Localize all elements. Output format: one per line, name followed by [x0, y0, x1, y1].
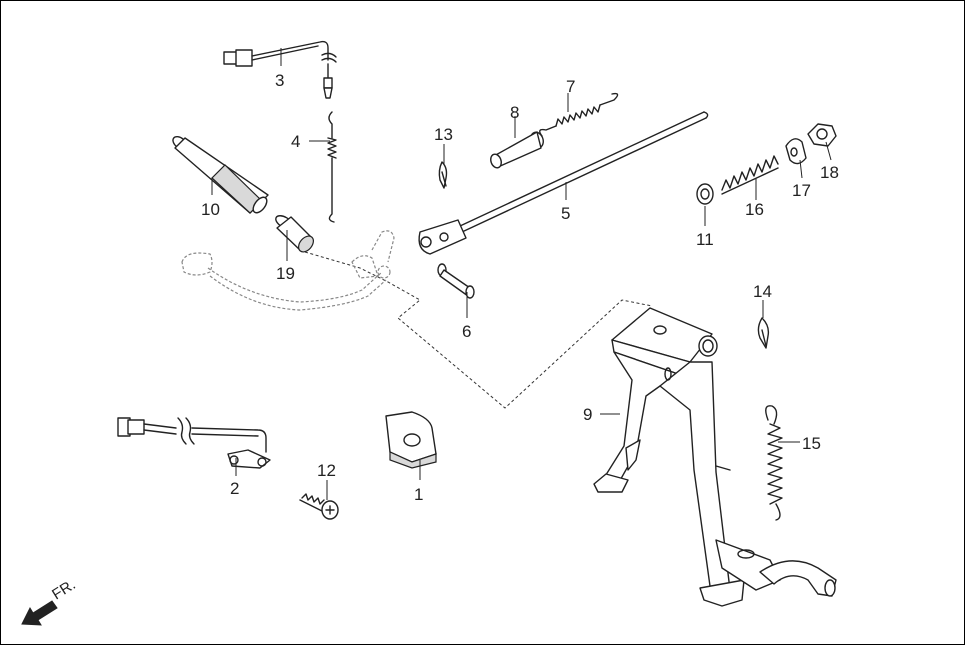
- callout-10: 10: [201, 200, 220, 219]
- part-14-cotter-pin: [757, 317, 770, 349]
- callout-5: 5: [561, 204, 570, 223]
- part-11-washer: [696, 183, 714, 205]
- callout-14: 14: [753, 282, 772, 301]
- part-16-coil-spring: [721, 155, 779, 195]
- part-18-nut: [807, 123, 837, 147]
- callout-8: 8: [510, 103, 519, 122]
- callout-17: 17: [792, 181, 811, 200]
- part-5-rod: [418, 111, 709, 255]
- callout-9: 9: [583, 405, 592, 424]
- part-6-pin: [437, 263, 475, 299]
- callout-4: 4: [291, 132, 300, 151]
- callout-13: 13: [434, 125, 453, 144]
- part-7-spring: [539, 92, 619, 137]
- callout-18: 18: [820, 163, 839, 182]
- callout-6: 6: [462, 322, 471, 341]
- part-3-switch-cable: [223, 40, 337, 99]
- part-17-collar: [785, 138, 807, 165]
- part-15-stand-spring: [765, 405, 783, 521]
- part-9-main-stand: [593, 307, 837, 607]
- assembly-path-dashed: [304, 251, 653, 409]
- part-8-roller: [490, 131, 544, 169]
- part-10-long-grip: [172, 135, 269, 214]
- callout-numbers: 1 2 3 4 5 6 7 8 9 10 11 12 13 14 15 16 1…: [201, 71, 839, 504]
- callout-1: 1: [414, 485, 423, 504]
- part-4-small-spring: [327, 111, 337, 223]
- callout-15: 15: [802, 434, 821, 453]
- part-1-bracket: [385, 411, 437, 469]
- callout-3: 3: [275, 71, 284, 90]
- callout-19: 19: [276, 264, 295, 283]
- part-13-cotter-pin: [438, 161, 448, 189]
- part-12-screw: [299, 493, 339, 520]
- leader-lines: [211, 48, 832, 500]
- front-label: FR.: [49, 576, 79, 603]
- part-19-short-sleeve: [275, 215, 314, 253]
- ghost-kick-pedal: [181, 230, 395, 311]
- front-arrow-icon: [21, 600, 58, 626]
- callout-7: 7: [566, 77, 575, 96]
- part-2-sensor-cable: [117, 417, 271, 469]
- callout-16: 16: [745, 200, 764, 219]
- callout-12: 12: [317, 461, 336, 480]
- callout-11: 11: [696, 230, 714, 249]
- front-direction-indicator: FR.: [21, 576, 79, 626]
- callout-2: 2: [230, 479, 239, 498]
